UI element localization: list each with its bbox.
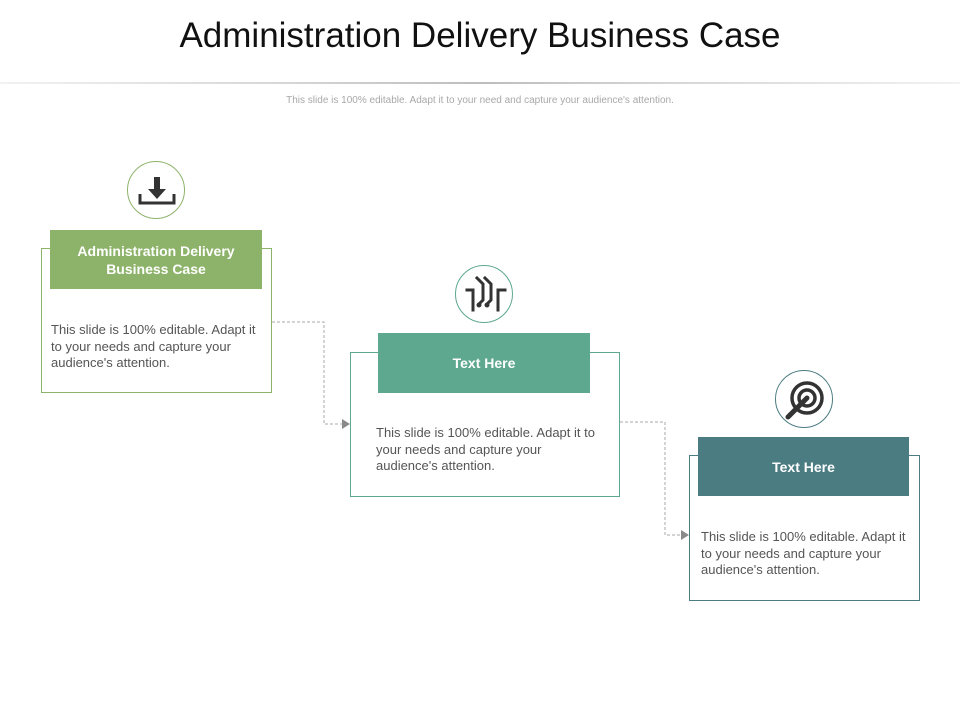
slide-title: Administration Delivery Business Case [179,16,781,55]
connector-1-2 [272,321,342,425]
step-3-body: This slide is 100% editable. Adapt it to… [701,529,906,577]
step-1-header: Administration Delivery Business Case [50,230,262,289]
connector-2-3-arrowhead [681,530,689,540]
download-icon [138,177,176,205]
step-3-header-label: Text Here [772,458,835,475]
connector-1-2-arrowhead [342,419,350,429]
step-3-icon-badge [775,370,833,428]
step-1-icon-badge [127,161,185,219]
step-1-header-label: Administration Delivery Business Case [77,242,235,277]
step-2-icon-badge [455,265,513,323]
step-3-header: Text Here [698,437,909,496]
connector-2-3 [620,421,681,536]
step-2-header: Text Here [378,333,590,393]
circuit-icon [465,275,507,312]
title-divider [0,82,960,84]
slide-subtitle: This slide is 100% editable. Adapt it to… [286,95,674,106]
step-1-body: This slide is 100% editable. Adapt it to… [51,322,256,370]
target-arrow-icon [785,381,824,420]
step-2-body: This slide is 100% editable. Adapt it to… [376,425,595,473]
step-2-header-label: Text Here [452,355,516,371]
